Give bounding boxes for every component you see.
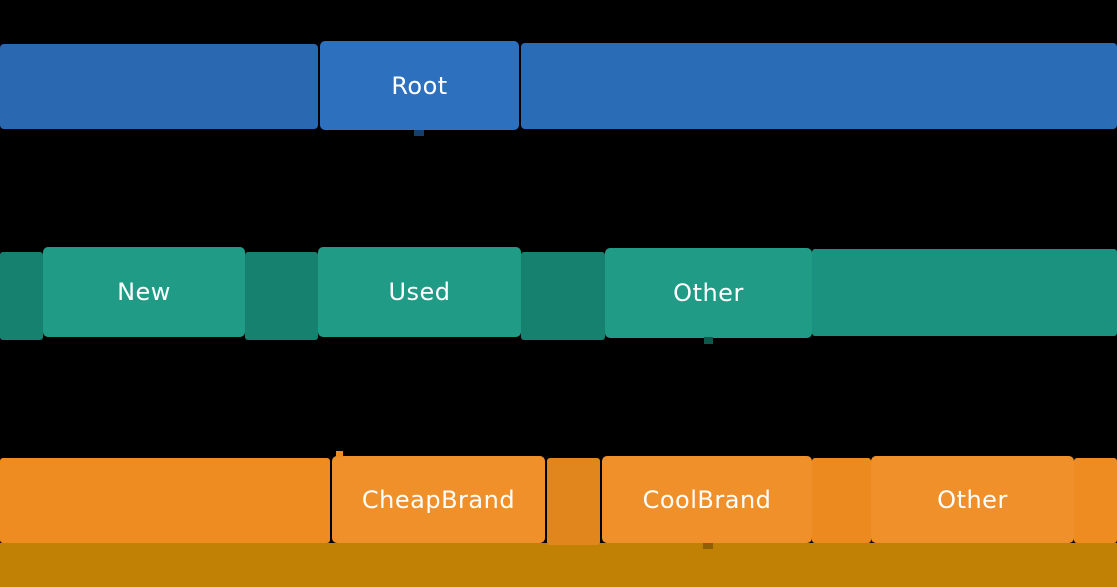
- node-other-brand[interactable]: Other: [871, 456, 1074, 543]
- connector-nub-other: [704, 337, 713, 344]
- node-cheapbrand[interactable]: CheapBrand: [332, 456, 545, 543]
- segment-condition-mid-2: [521, 252, 605, 340]
- node-label: CoolBrand: [642, 485, 772, 514]
- segment-condition-right: [812, 249, 1117, 336]
- connector-nub-root: [414, 130, 424, 136]
- node-label: Other: [673, 279, 744, 307]
- segment-root-left: [0, 44, 318, 129]
- node-label: CheapBrand: [361, 485, 516, 514]
- connector-nub-cheapbrand: [336, 451, 343, 457]
- node-label: New: [117, 278, 171, 306]
- segment-condition-mid-1: [245, 252, 318, 340]
- node-label: Used: [388, 278, 451, 306]
- node-label: Root: [391, 71, 448, 100]
- connector-nub-coolbrand: [703, 543, 713, 549]
- segment-brand-filler: [547, 458, 600, 545]
- node-new[interactable]: New: [43, 247, 245, 337]
- node-other-condition[interactable]: Other: [605, 248, 812, 338]
- segment-condition-left: [0, 252, 43, 340]
- node-root[interactable]: Root: [320, 41, 519, 130]
- segment-brand-right: [1074, 458, 1117, 543]
- segment-root-right: [521, 43, 1117, 129]
- node-label: Other: [937, 485, 1008, 514]
- segment-brand-mid: [812, 458, 871, 543]
- node-used[interactable]: Used: [318, 247, 521, 337]
- segment-brand-left: [0, 458, 330, 543]
- node-coolbrand[interactable]: CoolBrand: [602, 456, 812, 543]
- leaf-strip: [0, 543, 1117, 587]
